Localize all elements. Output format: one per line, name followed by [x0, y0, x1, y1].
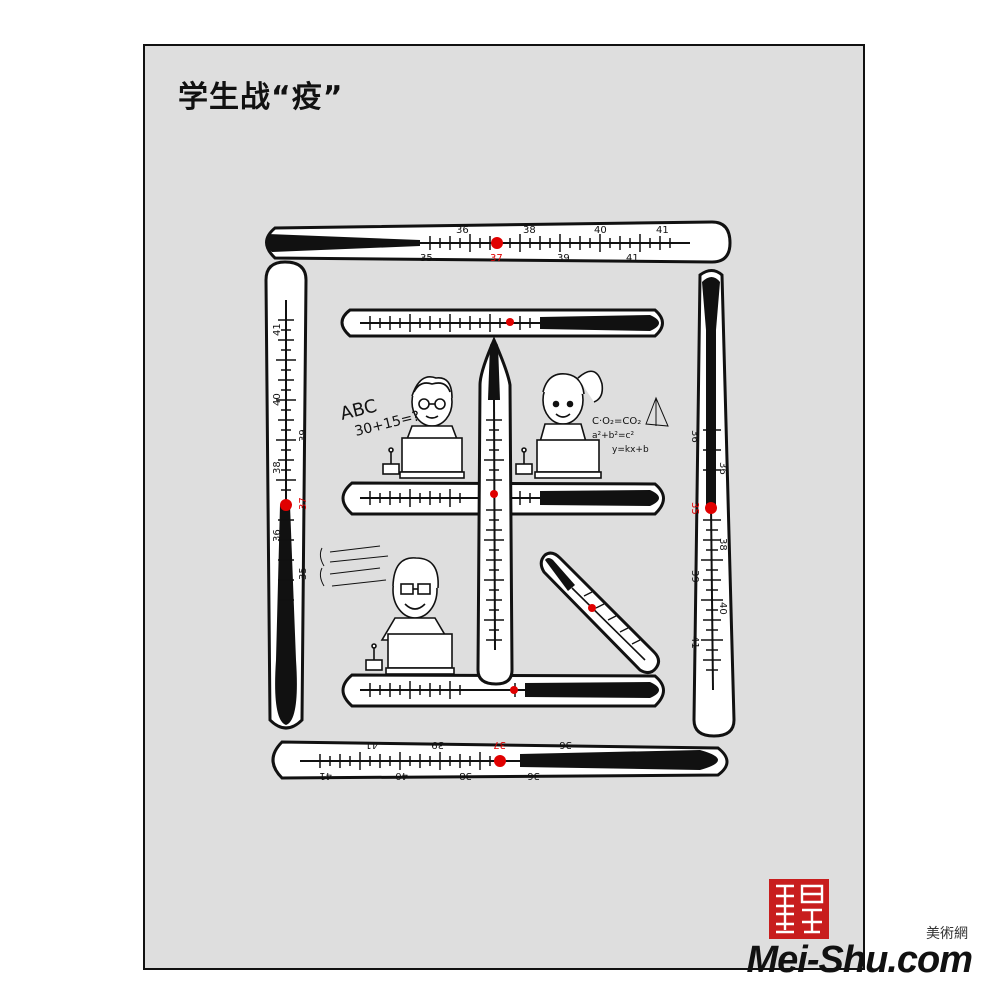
- scale-label: 35: [420, 253, 433, 264]
- formula-scribble: y=kx+b: [612, 445, 649, 455]
- scale-label: 36: [717, 462, 728, 475]
- right-thermometer-scale: 35 36 36 38 39 40 41: [689, 430, 728, 649]
- student-girl-with-laptop: [515, 370, 604, 479]
- scale-label: 37: [493, 739, 506, 750]
- scale-label: 35: [298, 567, 309, 580]
- scale-label: 36: [527, 770, 540, 781]
- watermark-en-prefix: Mei-Shu: [746, 939, 889, 981]
- formula-scribble: C·O₂=CO₂: [592, 416, 641, 427]
- left-thermometer: 41 40 39 38 37 36 35: [264, 260, 309, 730]
- scale-label: 40: [594, 225, 607, 236]
- pyramid-doodle: [645, 396, 669, 427]
- student-glasses-boy-with-laptop: [365, 557, 455, 675]
- scale-label: 36: [689, 430, 700, 443]
- formula-scribble: a²+b²=c²: [592, 431, 634, 441]
- scale-label: 40: [272, 393, 283, 406]
- integral-doodle: [319, 545, 389, 587]
- scale-label: 39: [557, 253, 570, 264]
- artist-seal: 张彦: [769, 879, 829, 939]
- scale-label: 41: [626, 253, 639, 264]
- inner-thermometer-top-bar: [340, 308, 664, 338]
- bottom-thermometer-scale: 41 39 37 36 41 40 38 36: [319, 739, 572, 781]
- inner-thermometer-vertical: [476, 336, 514, 686]
- scale-label: 35: [689, 502, 700, 515]
- scale-label: 40: [717, 602, 728, 615]
- right-thermometer: 35 36 36 38 39 40 41: [689, 269, 736, 738]
- top-thermometer: 36 38 40 41 35 37 39 41: [265, 220, 732, 264]
- inner-thermometer-bottom-bar: [341, 673, 665, 708]
- scale-label: 39: [298, 429, 309, 442]
- scale-label: 36: [272, 529, 283, 542]
- scale-label: 38: [523, 225, 536, 236]
- student-boy-with-laptop: [382, 376, 465, 479]
- scale-label: 41: [272, 323, 283, 336]
- watermark-en: Mei-Shu.com: [746, 939, 973, 981]
- scale-label: 38: [717, 538, 728, 551]
- scale-label: 38: [272, 461, 283, 474]
- scale-label: 37: [298, 497, 309, 510]
- inner-thermometer-diagonal: [539, 551, 661, 675]
- scale-label: 36: [559, 739, 572, 750]
- top-thermometer-scale: 36 38 40 41 35 37 39 41: [420, 225, 669, 264]
- scale-label: 39: [689, 570, 700, 583]
- watermark-en-suffix: .com: [887, 939, 973, 981]
- scale-label: 41: [365, 739, 378, 750]
- scale-label: 41: [319, 770, 332, 781]
- scale-label: 36: [456, 225, 469, 236]
- scale-label: 40: [395, 770, 408, 781]
- page-title: 学生战“疫”: [178, 80, 344, 115]
- left-thermometer-scale: 41 40 39 38 37 36 35: [272, 323, 309, 580]
- watermark-cn: 美術網: [926, 926, 968, 942]
- scale-label: 41: [689, 636, 700, 649]
- bottom-thermometer: 41 39 37 36 41 40 38 36: [271, 739, 729, 781]
- scale-label: 38: [459, 770, 472, 781]
- scale-label: 39: [431, 739, 444, 750]
- site-watermark: 美術網 Mei-Shu.com: [746, 923, 973, 982]
- scale-label: 37: [490, 253, 503, 264]
- scale-label: 41: [656, 225, 669, 236]
